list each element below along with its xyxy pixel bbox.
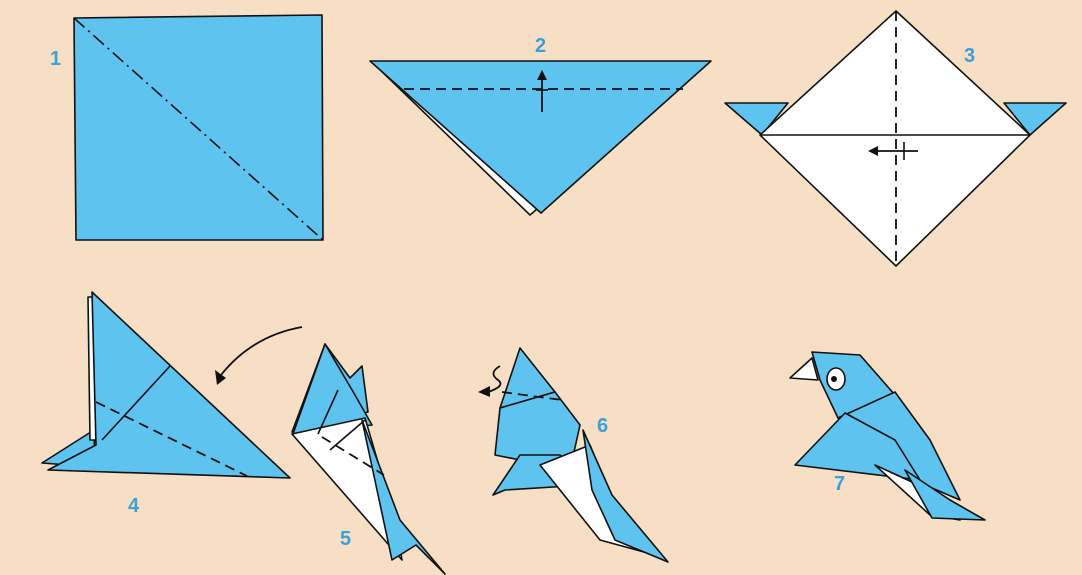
step-5: 5 xyxy=(292,344,445,574)
square-paper xyxy=(74,15,323,240)
tail xyxy=(583,430,668,562)
step-number-2: 2 xyxy=(535,35,546,57)
step-7: 7 xyxy=(790,352,985,520)
step-number-4: 4 xyxy=(128,495,140,517)
pupil-icon xyxy=(831,376,837,382)
step-number-1: 1 xyxy=(50,48,61,70)
arrow-head-icon xyxy=(478,386,490,397)
step-6: 6 xyxy=(478,348,668,562)
step-1: 1 xyxy=(50,15,323,240)
step-number-6: 6 xyxy=(597,415,608,437)
beak xyxy=(790,358,818,380)
step-number-5: 5 xyxy=(340,528,351,550)
step-3: 3 xyxy=(725,11,1066,266)
diamond-paper xyxy=(760,11,1030,266)
triangle-paper xyxy=(370,61,711,213)
step-2: 2 xyxy=(370,35,711,215)
step-number-3: 3 xyxy=(964,45,975,67)
rotate-arrow-icon xyxy=(221,327,302,375)
step-4: 4 xyxy=(42,292,302,517)
step-number-7: 7 xyxy=(834,473,845,495)
